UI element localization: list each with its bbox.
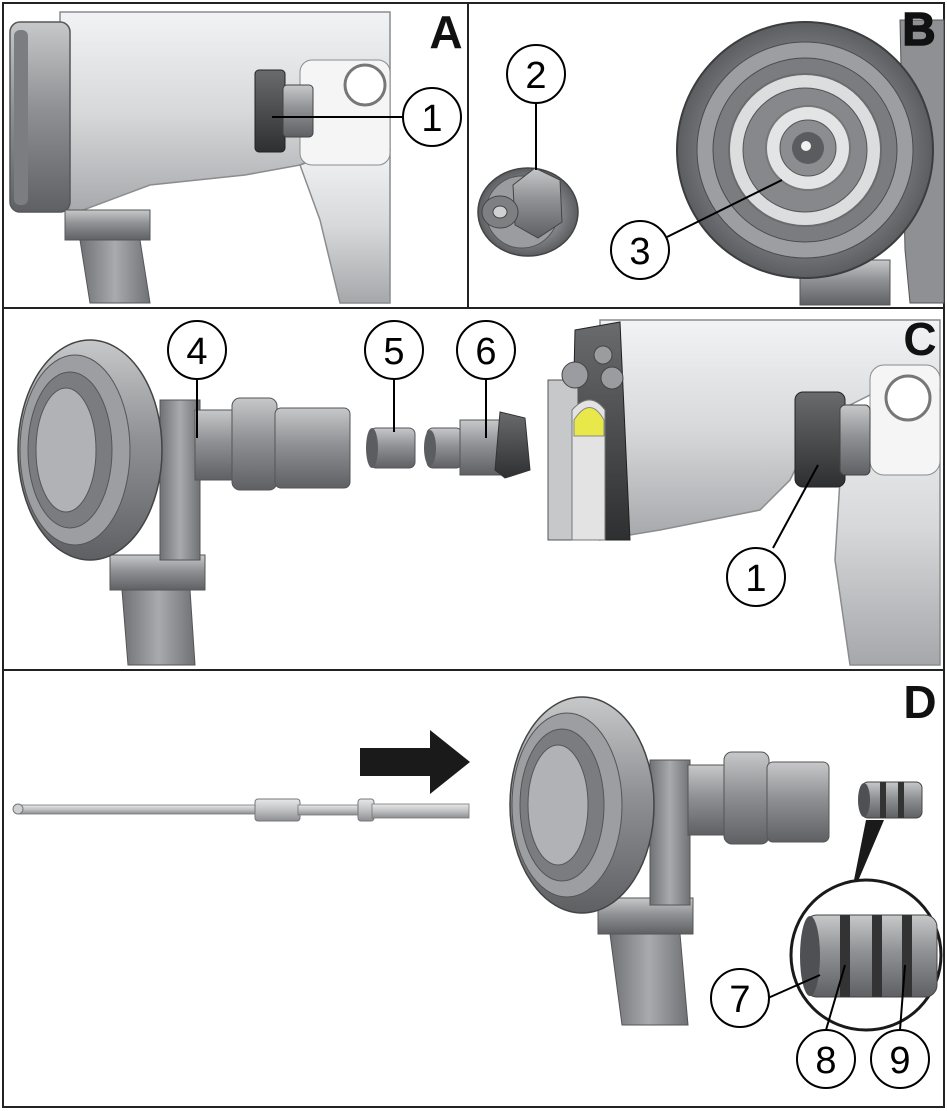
panel-b-letter: B [902, 3, 935, 55]
callout-7-leader [767, 974, 821, 999]
panel-b: B 2 3 [467, 2, 945, 309]
panel-a-letter: A [429, 6, 462, 58]
packing-detail-zoom [789, 878, 943, 1032]
trigger-pin-a [343, 63, 387, 107]
fluid-nozzle-b [477, 167, 579, 257]
callout-1a-label: 1 [421, 98, 442, 140]
callout-2-circle [506, 44, 566, 104]
fluid-body-c [17, 339, 351, 666]
callout-9-label: 9 [889, 1040, 910, 1082]
callout-4-label: 4 [186, 331, 207, 373]
gun-body-c [547, 319, 941, 666]
callout-8-leader [825, 964, 846, 1031]
callout-2-label: 2 [525, 55, 546, 97]
panel-c: C 4 5 6 1 [2, 307, 945, 671]
callout-7-label: 7 [729, 979, 750, 1021]
callout-1c-circle [726, 547, 786, 607]
callout-5-circle [364, 320, 424, 380]
nozzle-c [424, 411, 531, 479]
spacer-c [366, 427, 416, 469]
callout-1c-leader [772, 464, 819, 549]
callout-4-circle [167, 320, 227, 380]
callout-6-circle [456, 320, 516, 380]
callout-7-circle [710, 968, 770, 1028]
air-cap-rim-a [14, 30, 28, 205]
panel-d-letter: D [903, 676, 936, 728]
callout-1c-label: 1 [745, 558, 766, 600]
callout-3-circle [610, 220, 670, 280]
callout-8-circle [796, 1029, 856, 1089]
callout-5-label: 5 [383, 331, 404, 373]
needle-packing-d [858, 781, 923, 819]
gun-head-b [676, 19, 945, 306]
fluid-needle-d [12, 798, 470, 822]
fluid-body-d [509, 696, 830, 1026]
panel-d: D 7 8 9 [2, 669, 945, 1108]
callout-9-leader [899, 964, 906, 1031]
panel-d-frame [2, 669, 945, 1108]
callout-9-circle [870, 1029, 930, 1089]
packing-nut-a [254, 69, 286, 153]
callout-3-label: 3 [629, 231, 650, 273]
callout-1a-circle [402, 87, 462, 147]
packing-screw-a [282, 84, 314, 138]
insert-arrow [360, 730, 470, 794]
callout-3-leader [666, 179, 783, 238]
fluid-nut-a [64, 209, 151, 241]
fluid-hose-a [79, 239, 151, 304]
panel-a: A 1 [2, 2, 469, 309]
panel-c-letter: C [903, 313, 936, 365]
callout-8-label: 8 [815, 1040, 836, 1082]
callout-6-label: 6 [475, 331, 496, 373]
